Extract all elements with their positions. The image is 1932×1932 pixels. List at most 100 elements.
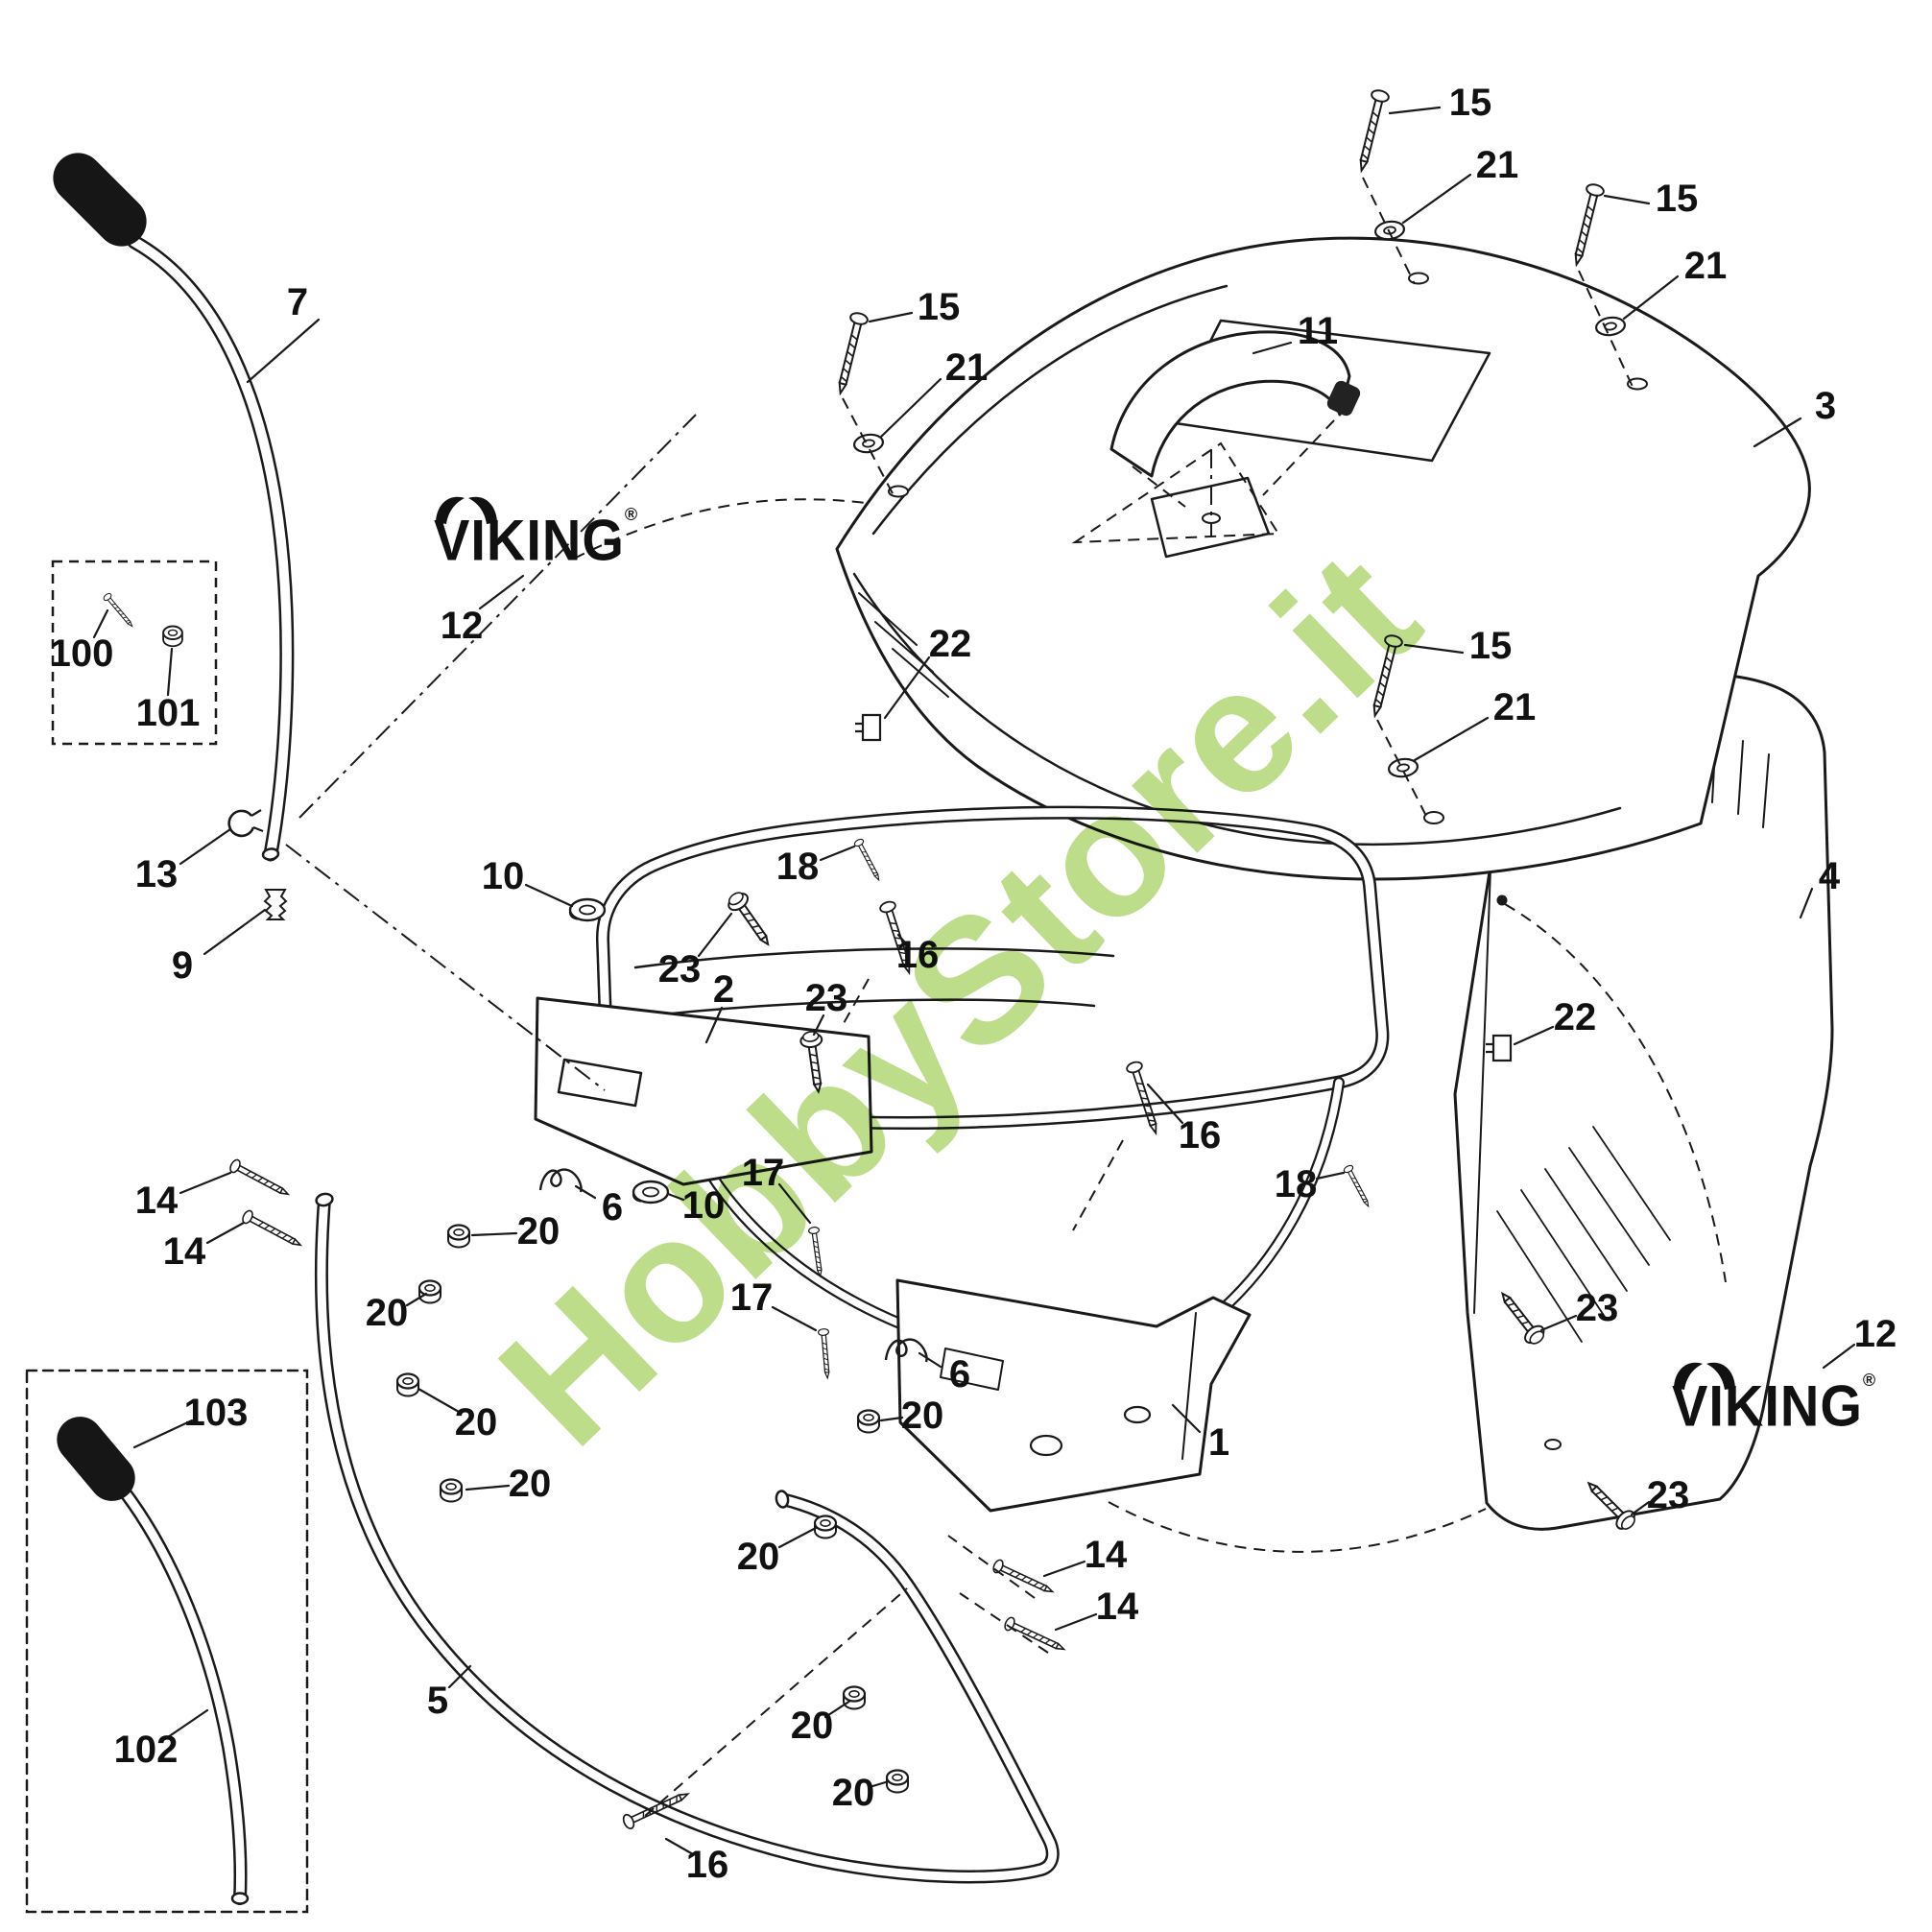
screw-14 xyxy=(227,1157,293,1202)
part-label-6: 6 xyxy=(601,1186,624,1228)
part-label-15: 15 xyxy=(1468,625,1513,667)
part-label-23: 23 xyxy=(657,948,702,990)
part-label-9: 9 xyxy=(171,944,194,987)
screw-23 xyxy=(723,887,778,952)
part-label-18: 18 xyxy=(775,846,820,888)
part-label-16: 16 xyxy=(1178,1114,1222,1157)
part-label-20: 20 xyxy=(790,1705,834,1747)
kit-box-100-101 xyxy=(51,560,218,746)
part-label-20: 20 xyxy=(900,1395,944,1437)
viking-logo: VIKING® xyxy=(434,496,637,573)
part-label-7: 7 xyxy=(286,281,309,323)
part-label-103: 103 xyxy=(183,1392,249,1434)
clip-22 xyxy=(853,713,882,742)
part-label-23: 23 xyxy=(1646,1474,1690,1516)
washer-21 xyxy=(1372,218,1407,243)
part-label-22: 22 xyxy=(928,623,972,665)
part-label-14: 14 xyxy=(1084,1534,1128,1576)
screw-15 xyxy=(830,310,871,396)
part-label-3: 3 xyxy=(1814,385,1837,427)
part-label-10: 10 xyxy=(681,1184,726,1227)
bottom-plate-1 xyxy=(895,1278,1252,1513)
center-lines xyxy=(285,414,1212,1091)
frame-2 xyxy=(534,805,1390,1330)
part-label-20: 20 xyxy=(736,1536,780,1578)
handle-11 xyxy=(1109,330,1361,559)
nut-20 xyxy=(417,1279,442,1304)
part-label-20: 20 xyxy=(831,1772,875,1814)
part-label-17: 17 xyxy=(741,1152,785,1194)
registered-mark: ® xyxy=(624,505,638,524)
nut-20 xyxy=(813,1515,838,1539)
assembly-guide-lines xyxy=(573,177,1727,1817)
part-label-20: 20 xyxy=(365,1292,409,1334)
part-label-101: 101 xyxy=(135,692,201,734)
plug-9 xyxy=(264,889,287,920)
screw-18 xyxy=(1342,1163,1373,1209)
leader-lines xyxy=(92,106,1856,1856)
part-label-14: 14 xyxy=(162,1230,206,1273)
registered-mark: ® xyxy=(1862,1371,1876,1390)
spring-clip-6 xyxy=(538,1168,583,1194)
part-label-14: 14 xyxy=(1095,1586,1139,1628)
kit-box-102-103 xyxy=(25,1369,309,1914)
screw-14 xyxy=(1002,1615,1068,1657)
part-label-2: 2 xyxy=(712,968,735,1011)
part-label-20: 20 xyxy=(454,1401,498,1443)
part-label-14: 14 xyxy=(134,1180,179,1222)
screw-15 xyxy=(1351,87,1392,174)
part-label-16: 16 xyxy=(685,1844,729,1886)
part-label-23: 23 xyxy=(804,977,848,1019)
part-label-21: 21 xyxy=(1492,686,1537,728)
viking-horns-icon xyxy=(436,496,497,524)
screw-16 xyxy=(1124,1059,1164,1136)
support-bar-5 xyxy=(314,1192,1060,1884)
part-label-17: 17 xyxy=(729,1276,774,1319)
nut-20 xyxy=(842,1685,867,1710)
part-label-18: 18 xyxy=(1274,1163,1318,1205)
viking-logo: VIKING® xyxy=(1672,1362,1876,1439)
viking-wordmark: VIKING xyxy=(434,507,625,573)
washer-21 xyxy=(851,431,886,456)
part-label-15: 15 xyxy=(917,286,961,328)
clip-13 xyxy=(227,808,265,838)
part-label-21: 21 xyxy=(1475,144,1519,186)
part-label-6: 6 xyxy=(948,1353,971,1395)
part-label-10: 10 xyxy=(481,855,525,897)
part-label-20: 20 xyxy=(508,1463,552,1505)
part-label-23: 23 xyxy=(1575,1287,1619,1329)
part-label-5: 5 xyxy=(426,1680,449,1722)
nut-101 xyxy=(162,625,183,648)
part-label-4: 4 xyxy=(1818,855,1841,897)
bushing-10 xyxy=(632,1180,670,1205)
nut-20 xyxy=(446,1224,471,1249)
part-label-21: 21 xyxy=(944,346,989,389)
part-label-11: 11 xyxy=(1297,310,1339,352)
screw-17 xyxy=(817,1327,834,1379)
part-label-100: 100 xyxy=(49,632,114,675)
screw-14 xyxy=(240,1208,305,1252)
nut-20 xyxy=(856,1409,881,1434)
part-label-1: 1 xyxy=(1207,1421,1230,1464)
part-label-12: 12 xyxy=(440,605,484,647)
nut-20 xyxy=(885,1769,910,1794)
part-label-12: 12 xyxy=(1853,1313,1897,1355)
screw-18 xyxy=(852,837,884,883)
part-label-16: 16 xyxy=(895,934,940,976)
part-label-20: 20 xyxy=(516,1210,561,1252)
nut-20 xyxy=(439,1478,464,1503)
lever-tube-7 xyxy=(53,153,295,862)
viking-horns-icon xyxy=(1674,1362,1735,1390)
nut-20 xyxy=(395,1372,420,1397)
part-label-15: 15 xyxy=(1448,82,1492,124)
part-label-21: 21 xyxy=(1683,245,1728,287)
viking-wordmark: VIKING xyxy=(1672,1372,1863,1439)
screw-15 xyxy=(1566,181,1607,268)
part-label-102: 102 xyxy=(113,1729,179,1771)
screw-14 xyxy=(990,1558,1057,1599)
bushing-10 xyxy=(568,897,607,922)
part-label-15: 15 xyxy=(1655,178,1699,220)
part-label-22: 22 xyxy=(1553,996,1597,1038)
